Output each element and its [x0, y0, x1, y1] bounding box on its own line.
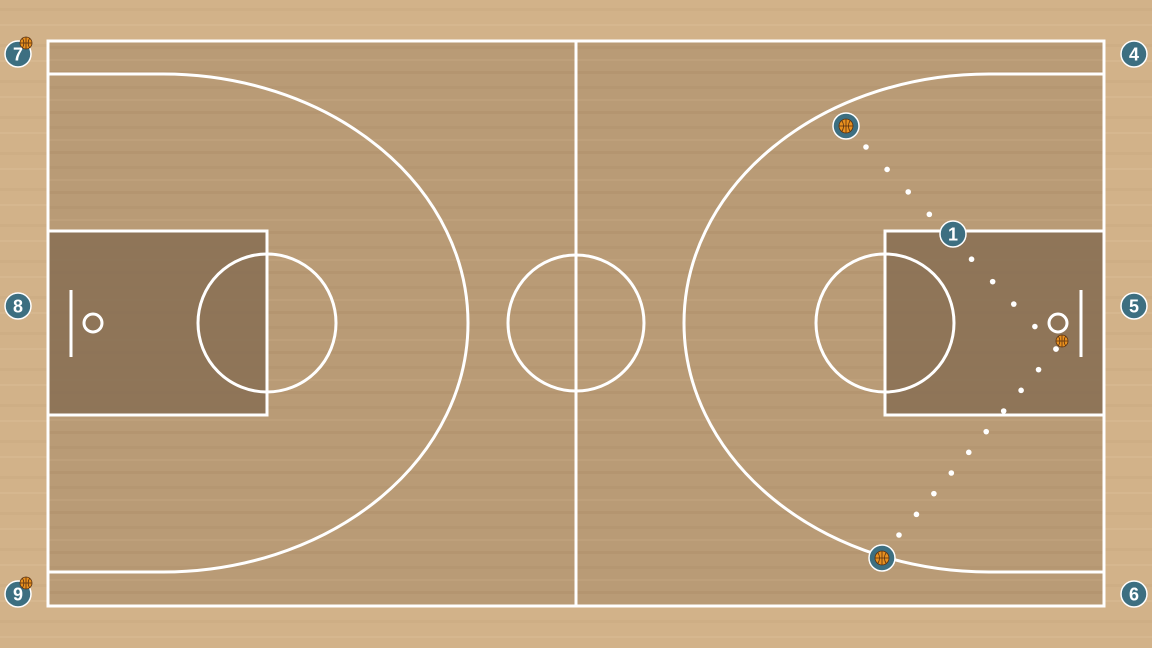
player-number: 7: [13, 45, 23, 65]
ball-icon: [1055, 334, 1069, 348]
player-marker: [4, 292, 32, 320]
player-number: 9: [13, 585, 23, 605]
player-p5[interactable]: 5: [1120, 292, 1148, 320]
path-dot: [905, 189, 912, 195]
right-rim: [1047, 312, 1069, 334]
player-p2[interactable]: [832, 112, 860, 140]
player-number: 4: [1129, 45, 1139, 65]
right-three-point-line: [682, 72, 1104, 574]
left-key-outline: [46, 229, 269, 417]
path-dot: [913, 511, 920, 518]
path-dot: [983, 428, 990, 435]
left-paint: [48, 231, 267, 415]
basketball-icon: [19, 576, 33, 590]
player-number: 8: [13, 297, 23, 317]
court-lines: [46, 39, 1106, 608]
basketball-icon: [838, 118, 854, 134]
path-dot: [931, 490, 937, 497]
player-number: 6: [1129, 585, 1139, 605]
player-p6[interactable]: 6: [1120, 580, 1148, 608]
players-layer: 1 4 5 6 7 8 9: [4, 36, 1148, 608]
player-p1[interactable]: 1: [939, 220, 967, 248]
left-free-throw-circle: [196, 252, 338, 394]
player-marker: [1120, 40, 1148, 68]
player-p8[interactable]: 8: [4, 292, 32, 320]
path-dot: [1000, 408, 1007, 414]
path-dot: [896, 532, 902, 538]
path-dot: [1018, 387, 1024, 394]
ball-near-basket-icon: [1055, 334, 1069, 348]
player-p7[interactable]: 7: [4, 36, 33, 68]
player-p9[interactable]: 9: [4, 576, 33, 608]
path-dot: [884, 166, 890, 173]
player-p4[interactable]: 4: [1120, 40, 1148, 68]
path-dot: [1032, 323, 1038, 330]
path-dot: [968, 256, 975, 263]
path-dot: [926, 211, 933, 218]
player-marker: [939, 220, 967, 248]
left-rim: [82, 312, 104, 334]
path-dot: [989, 278, 996, 285]
path-dot: [948, 470, 955, 476]
path-dot: [965, 449, 972, 456]
right-key-outline: [883, 229, 1106, 417]
player-p3[interactable]: [868, 544, 896, 572]
center-circle: [506, 253, 646, 393]
path-dot: [1053, 346, 1059, 352]
path-dot: [1035, 366, 1042, 373]
left-three-point-line: [48, 72, 470, 574]
player-marker: [1120, 292, 1148, 320]
pass-bottom-path: [896, 346, 1059, 538]
path-dot: [1010, 301, 1017, 307]
player-number: 5: [1129, 297, 1139, 317]
basketball-icon: [874, 550, 890, 566]
basketball-icon: [19, 36, 33, 50]
player-marker: [1120, 580, 1148, 608]
player-number: 1: [948, 225, 958, 245]
path-dot: [863, 144, 869, 150]
right-paint: [885, 231, 1104, 415]
right-free-throw-circle: [814, 252, 956, 394]
